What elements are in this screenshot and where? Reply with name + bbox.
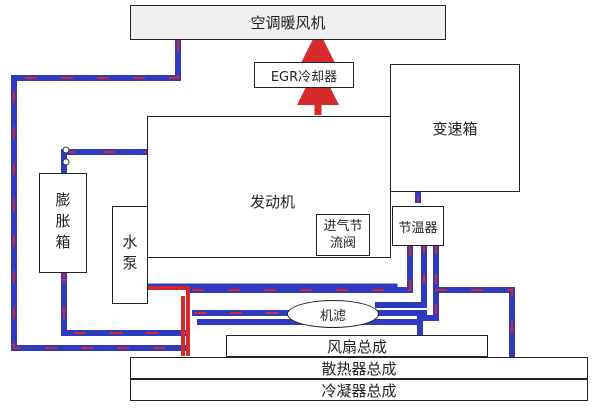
pipe-heater-left [11,37,188,351]
expansion-tank-label: 膨胀箱 [53,191,72,255]
pipe-lower-right [197,319,423,338]
node-left-1 [62,146,70,154]
fan-assembly-box: 风扇总成 [226,335,488,357]
transmission-box: 变速箱 [390,64,520,192]
ac-heater-box: 空调暖风机 [130,5,446,40]
radiator-assembly-box: 散热器总成 [130,357,588,379]
node-left-2 [62,158,70,166]
thermostat-box: 节温器 [392,206,444,246]
expansion-tank-box: 膨胀箱 [39,173,87,273]
egr-cooler-box: EGR冷却器 [254,62,354,88]
fan-label: 风扇总成 [326,337,387,356]
pipe-expansion-down [61,269,188,336]
throttle-valve-box: 进气节 流阀 [316,214,370,256]
pipe-thermostat-right-2 [375,242,427,308]
oil-filter-ellipse: 机滤 [287,300,379,328]
throttle-label-line1: 进气节 [323,219,363,234]
thermostat-label: 节温器 [398,220,438,236]
water-pump-box: 水泵 [112,206,148,304]
throttle-label-line2: 流阀 [329,236,356,251]
engine-label: 发动机 [250,193,296,211]
egr-cooler-label: EGR冷却器 [270,69,338,85]
condenser-label: 冷凝器总成 [321,381,397,400]
ac-heater-label: 空调暖风机 [250,14,326,32]
pipe-pump-red [148,286,190,356]
water-pump-label: 水泵 [120,234,139,276]
transmission-label: 变速箱 [432,119,478,138]
condenser-assembly-box: 冷凝器总成 [130,379,588,401]
oil-filter-label: 机滤 [319,308,346,324]
radiator-label: 散热器总成 [321,359,397,378]
